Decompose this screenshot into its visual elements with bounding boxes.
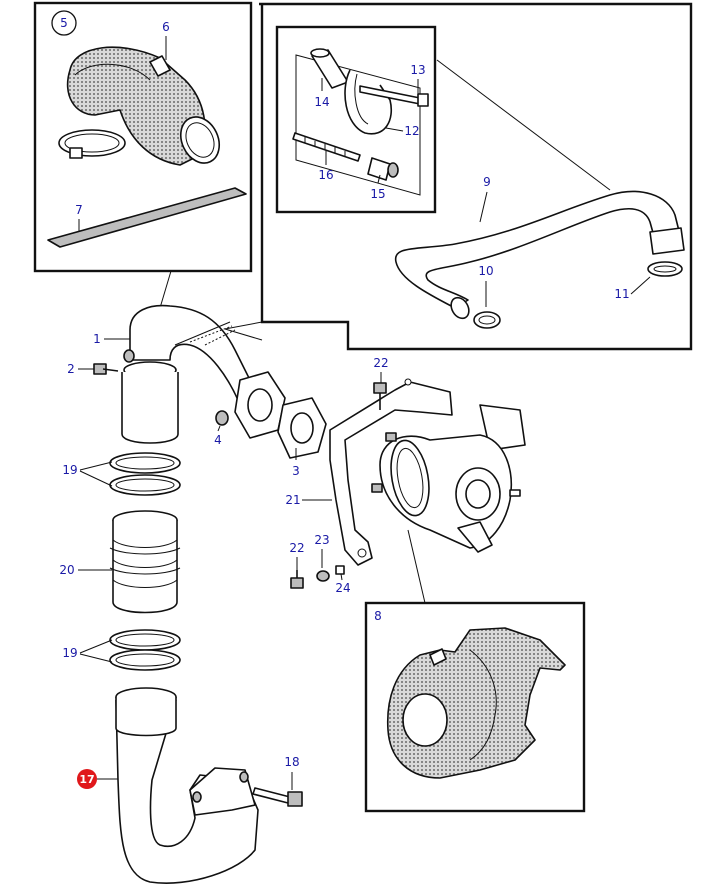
label-15: 15	[370, 187, 385, 201]
label-1: 1	[93, 332, 101, 346]
label-19-upper: 19	[62, 463, 77, 477]
label-24: 24	[335, 581, 350, 595]
part-clamp-10	[473, 311, 501, 329]
label-21: 21	[285, 493, 300, 507]
part-washer-23	[316, 570, 330, 582]
inset-heat-shield-kit	[33, 1, 253, 273]
label-6: 6	[162, 20, 170, 34]
label-11: 11	[614, 287, 629, 301]
part-pipe-17	[115, 687, 259, 884]
label-14: 14	[314, 95, 329, 109]
part-bolt-18	[252, 787, 303, 807]
part-clamp-19-upper	[109, 452, 181, 496]
part-nut-24	[335, 565, 345, 575]
label-16: 16	[318, 168, 333, 182]
label-9: 9	[483, 175, 491, 189]
svg-text:17: 17	[79, 773, 94, 786]
label-23: 23	[314, 533, 329, 547]
label-20: 20	[59, 563, 74, 577]
label-19-lower: 19	[62, 646, 77, 660]
label-5: 5	[51, 10, 77, 36]
label-10: 10	[478, 264, 493, 278]
inset-fastener-kit	[275, 25, 437, 214]
part-bellows-20	[109, 510, 181, 614]
label-8: 8	[374, 609, 382, 623]
svg-text:5: 5	[60, 16, 68, 30]
part-nut-4	[215, 410, 229, 426]
part-bolt-22-upper	[373, 382, 387, 410]
part-bolt-2	[93, 363, 119, 375]
part-bolt-22-lower	[290, 570, 304, 589]
label-17-badge: 17	[77, 769, 97, 789]
part-clamp-19-lower	[109, 629, 181, 671]
part-clamp-11	[647, 261, 683, 277]
part-turbocharger	[371, 404, 526, 553]
label-22-lower: 22	[289, 541, 304, 555]
part-pipe-9	[394, 190, 685, 320]
part-pipe-1	[121, 304, 256, 444]
label-3: 3	[292, 464, 300, 478]
label-2: 2	[67, 362, 75, 376]
part-bracket-21	[329, 378, 453, 566]
label-12: 12	[404, 124, 419, 138]
label-7: 7	[75, 203, 83, 217]
inset-turbo-heat-shield	[364, 601, 586, 813]
label-22-upper: 22	[373, 356, 388, 370]
label-4: 4	[214, 433, 222, 447]
inset-pipe-frame	[259, 2, 693, 351]
label-13: 13	[410, 63, 425, 77]
part-gasket-3	[234, 371, 327, 459]
label-18: 18	[284, 755, 299, 769]
